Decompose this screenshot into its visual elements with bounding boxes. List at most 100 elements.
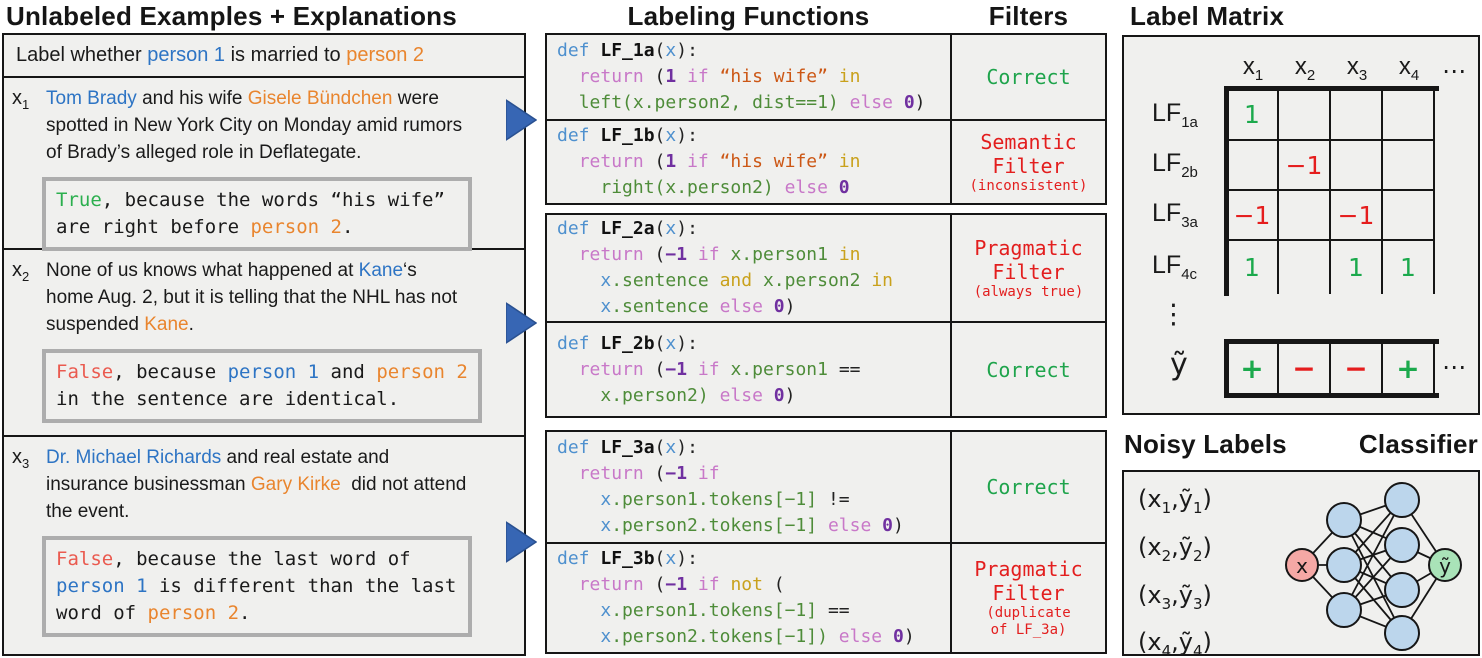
- code-token: ):: [676, 40, 698, 61]
- matrix-cell: [1383, 90, 1435, 141]
- code-token: !=: [817, 489, 850, 510]
- explanation-segment: are right before: [56, 216, 251, 238]
- code-token: x: [665, 332, 677, 354]
- code-line: right(x.person2) else 0: [557, 175, 950, 201]
- pair-y-subscript: 1: [1192, 498, 1203, 517]
- code-token: 0: [773, 296, 785, 317]
- pair-x-base: x: [1147, 532, 1162, 561]
- matrix-col-header: x3: [1346, 53, 1367, 84]
- matrix-cell: 1: [1227, 90, 1279, 141]
- pair-y: ỹ3: [1179, 581, 1203, 613]
- filter-note-line: (duplicate: [986, 605, 1071, 621]
- matrix-cell: −1: [1279, 141, 1331, 191]
- flow-arrow: [505, 98, 538, 147]
- explanation-line: True, because the words “his wife”: [56, 187, 458, 214]
- code-token: else: [827, 626, 893, 647]
- example-sentence-line: Dr. Michael Richards and real estate and: [46, 444, 516, 471]
- code-token: if: [676, 66, 720, 87]
- explanation-segment: person 2: [250, 216, 342, 238]
- code-token: (: [762, 574, 785, 595]
- explanation-segment: .: [341, 216, 354, 238]
- explanation-line: in the sentence are identical.: [56, 386, 468, 413]
- matrix-row-label: LF3a: [1152, 199, 1198, 231]
- code-token: 0: [882, 515, 893, 536]
- task-text: person 2: [346, 44, 425, 66]
- aggregated-label-row: +−−+: [1227, 343, 1435, 393]
- code-token: (: [654, 244, 666, 265]
- y-row-top-bracket: [1224, 339, 1439, 344]
- code-token: 0: [892, 626, 904, 647]
- lf-group-2: def LF_2a(x): return (−1 if x.person1 in…: [545, 213, 1107, 418]
- sentence-segment: Dr. Michael Richards: [46, 447, 222, 468]
- example-index: x2: [12, 259, 29, 284]
- code-token: “his wife”: [719, 66, 828, 87]
- code-token: −1: [665, 463, 688, 484]
- code-token: return: [578, 574, 655, 595]
- lf-row: def LF_3b(x): return (−1 if not ( x.pers…: [547, 542, 1105, 652]
- pair-x-base: x: [1147, 485, 1162, 513]
- code-token: else: [708, 384, 774, 406]
- code-token: x.person1: [730, 244, 828, 265]
- code-token: ):: [676, 332, 698, 354]
- code-token: (: [654, 151, 666, 172]
- matrix-row-label: LF2b: [1152, 149, 1198, 181]
- code-line: x.person2.tokens[−1]) else 0): [557, 624, 950, 650]
- lf-code-cell: def LF_2b(x): return (−1 if x.person1 ==…: [547, 323, 952, 416]
- hidden-node: [1326, 592, 1362, 628]
- aggregated-label-cell: −: [1331, 343, 1383, 393]
- example-index-label: x3: [12, 444, 46, 654]
- output-node: [1428, 548, 1462, 582]
- code-line: def LF_3b(x):: [557, 546, 950, 572]
- aggregated-label-symbol: ỹ: [1170, 347, 1188, 382]
- matrix-cell: 1: [1383, 241, 1435, 294]
- matrix-row-label-base: LF: [1152, 250, 1182, 279]
- explanation-segment: person 2: [376, 361, 468, 383]
- example-content: None of us knows what happened at Kane‘s…: [42, 257, 516, 435]
- code-token: x: [600, 296, 612, 317]
- explanation-line: person 1 is different than the last: [56, 573, 458, 600]
- filter-label-line: Semantic: [980, 129, 1077, 154]
- code-token: else: [838, 92, 904, 113]
- sentence-segment: Gary Kirke: [250, 474, 341, 495]
- explanation-segment: person 1: [56, 575, 148, 597]
- matrix-col-header: x3: [1331, 53, 1383, 84]
- code-token: x: [665, 40, 677, 61]
- matrix-row-label: LF2b: [1152, 149, 1198, 181]
- code-token: [557, 489, 600, 510]
- pair-y: ỹ1: [1179, 485, 1203, 517]
- hidden-node: [1384, 482, 1420, 518]
- matrix-col-header: x1: [1243, 53, 1263, 84]
- explanation-segment: , because the last word of: [113, 548, 411, 570]
- sentence-segment: and real estate and: [221, 447, 390, 468]
- code-token: ): [892, 515, 904, 536]
- sentence-segment: the event.: [46, 501, 130, 522]
- matrix-row-label: LF4c: [1152, 251, 1197, 283]
- pair-x-subscript: 1: [1161, 498, 1172, 517]
- matrix-cell: [1279, 191, 1331, 241]
- explanation-segment: , because: [113, 361, 228, 383]
- code-token: if: [687, 463, 720, 484]
- explanation-segment: person 1: [227, 361, 320, 383]
- filter-label-line: Filter: [992, 581, 1065, 605]
- code-token: .person1.tokens[−1]: [611, 489, 818, 510]
- matrix-col-header-subscript: 2: [1306, 66, 1316, 84]
- code-token: def: [557, 548, 601, 569]
- filter-note-line: (always true): [973, 283, 1084, 300]
- matrix-col-header-base: x: [1346, 53, 1359, 80]
- y-row-ellipsis: ⋯: [1442, 353, 1466, 381]
- code-token: ): [903, 626, 915, 647]
- pair-y: ỹ2: [1179, 533, 1203, 565]
- matrix-cell: 1: [1227, 241, 1279, 294]
- code-token: else: [773, 177, 839, 198]
- example-index-label: x1: [12, 85, 46, 248]
- code-token: x: [665, 218, 677, 239]
- code-token: x.person2: [762, 270, 861, 291]
- task-text: Label whether: [16, 44, 148, 66]
- filter-label-line: Correct: [986, 357, 1071, 382]
- code-token: −1: [665, 358, 688, 380]
- code-token: ):: [676, 548, 698, 569]
